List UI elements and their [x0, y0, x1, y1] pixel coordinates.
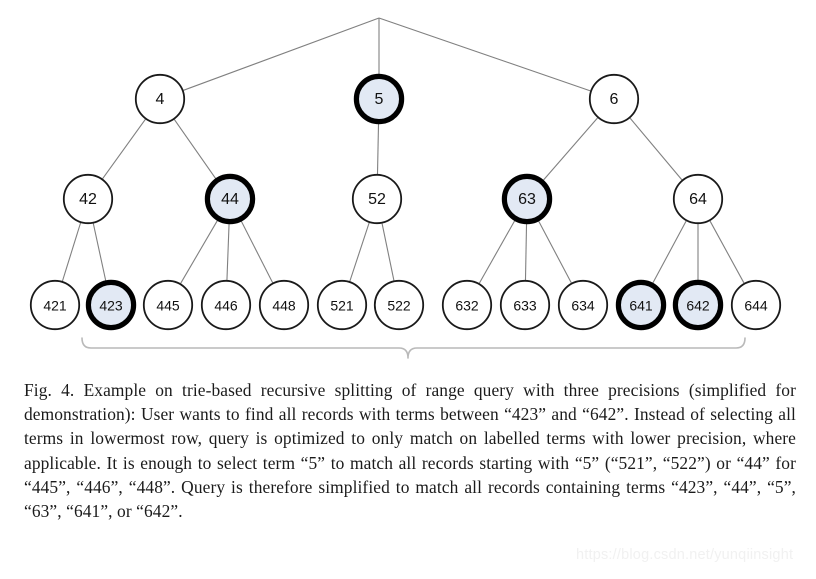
- tree-edge: [173, 119, 217, 179]
- tree-node-632[interactable]: 632: [441, 279, 493, 331]
- node-label: 633: [513, 298, 537, 314]
- node-circle: [316, 279, 368, 331]
- node-label: 5: [375, 91, 384, 108]
- tree-node-52[interactable]: 52: [351, 173, 403, 225]
- tree-edge: [542, 117, 599, 181]
- node-circle-highlighted: [353, 73, 405, 125]
- node-circle: [142, 279, 194, 331]
- node-circle: [557, 279, 609, 331]
- tree-edge: [629, 117, 683, 181]
- figure-caption: Fig. 4. Example on trie-based recursive …: [24, 378, 796, 523]
- node-label: 44: [221, 191, 239, 208]
- tree-node-641[interactable]: 641: [615, 279, 667, 331]
- tree-node-633[interactable]: 633: [499, 279, 551, 331]
- range-brace: [81, 337, 746, 359]
- node-label: 641: [629, 298, 653, 314]
- tree-node-446[interactable]: 446: [200, 279, 252, 331]
- node-circle: [62, 173, 114, 225]
- edges-layer: [61, 17, 745, 284]
- tree-edge: [478, 220, 516, 284]
- watermark-text: https://blog.csdn.net/yunqiinsight: [576, 547, 794, 563]
- tree-edge: [652, 220, 687, 284]
- node-label: 42: [79, 191, 97, 208]
- tree-node-644[interactable]: 644: [730, 279, 782, 331]
- node-label: 448: [272, 298, 296, 314]
- node-circle-highlighted: [615, 279, 667, 331]
- node-circle-highlighted: [672, 279, 724, 331]
- tree-node-6[interactable]: 6: [588, 73, 640, 125]
- tree-edge: [226, 223, 230, 281]
- node-circle: [588, 73, 640, 125]
- node-label: 445: [156, 298, 180, 314]
- node-label: 4: [156, 91, 165, 108]
- tree-edge: [180, 220, 218, 284]
- node-circle: [134, 73, 186, 125]
- tree-edge: [538, 220, 572, 284]
- tree-edge: [376, 123, 380, 175]
- tree-node-522[interactable]: 522: [373, 279, 425, 331]
- node-label: 52: [368, 191, 386, 208]
- tree-edge: [102, 118, 146, 180]
- tree-edge: [378, 17, 591, 92]
- tree-node-4[interactable]: 4: [134, 73, 186, 125]
- tree-edge: [381, 223, 395, 281]
- node-label: 642: [686, 298, 710, 314]
- tree-edge: [183, 17, 380, 91]
- node-label: 6: [610, 91, 619, 108]
- node-label: 63: [518, 191, 536, 208]
- node-circle: [730, 279, 782, 331]
- node-circle: [499, 279, 551, 331]
- node-label: 421: [43, 298, 67, 314]
- range-brace-path: [81, 337, 746, 359]
- node-label: 634: [571, 298, 595, 314]
- node-circle-highlighted: [501, 173, 553, 225]
- tree-node-448[interactable]: 448: [258, 279, 310, 331]
- node-circle: [351, 173, 403, 225]
- node-circle: [672, 173, 724, 225]
- node-circle: [258, 279, 310, 331]
- figure-caption-text: Fig. 4. Example on trie-based recursive …: [24, 380, 796, 522]
- node-circle-highlighted: [204, 173, 256, 225]
- node-label: 522: [387, 298, 411, 314]
- tree-node-423[interactable]: 423: [85, 279, 137, 331]
- tree-node-521[interactable]: 521: [316, 279, 368, 331]
- tree-edge: [709, 220, 745, 284]
- node-circle: [373, 279, 425, 331]
- node-label: 64: [689, 191, 707, 208]
- tree-node-44[interactable]: 44: [204, 173, 256, 225]
- node-label: 632: [455, 298, 479, 314]
- tree-edge: [349, 222, 370, 282]
- tree-edge: [240, 221, 274, 283]
- tree-node-445[interactable]: 445: [142, 279, 194, 331]
- node-label: 644: [744, 298, 768, 314]
- tree-node-64[interactable]: 64: [672, 173, 724, 225]
- node-circle-highlighted: [85, 279, 137, 331]
- node-label: 446: [214, 298, 238, 314]
- node-circle: [29, 279, 81, 331]
- tree-node-634[interactable]: 634: [557, 279, 609, 331]
- tree-edge: [524, 223, 528, 281]
- tree-edge: [92, 223, 107, 281]
- tree-node-42[interactable]: 42: [62, 173, 114, 225]
- tree-node-5[interactable]: 5: [353, 73, 405, 125]
- tree-node-642[interactable]: 642: [672, 279, 724, 331]
- tree-edge: [61, 222, 82, 282]
- node-label: 423: [99, 298, 123, 314]
- node-circle: [441, 279, 493, 331]
- tree-node-421[interactable]: 421: [29, 279, 81, 331]
- node-circle: [200, 279, 252, 331]
- node-label: 521: [330, 298, 354, 314]
- tree-node-63[interactable]: 63: [501, 173, 553, 225]
